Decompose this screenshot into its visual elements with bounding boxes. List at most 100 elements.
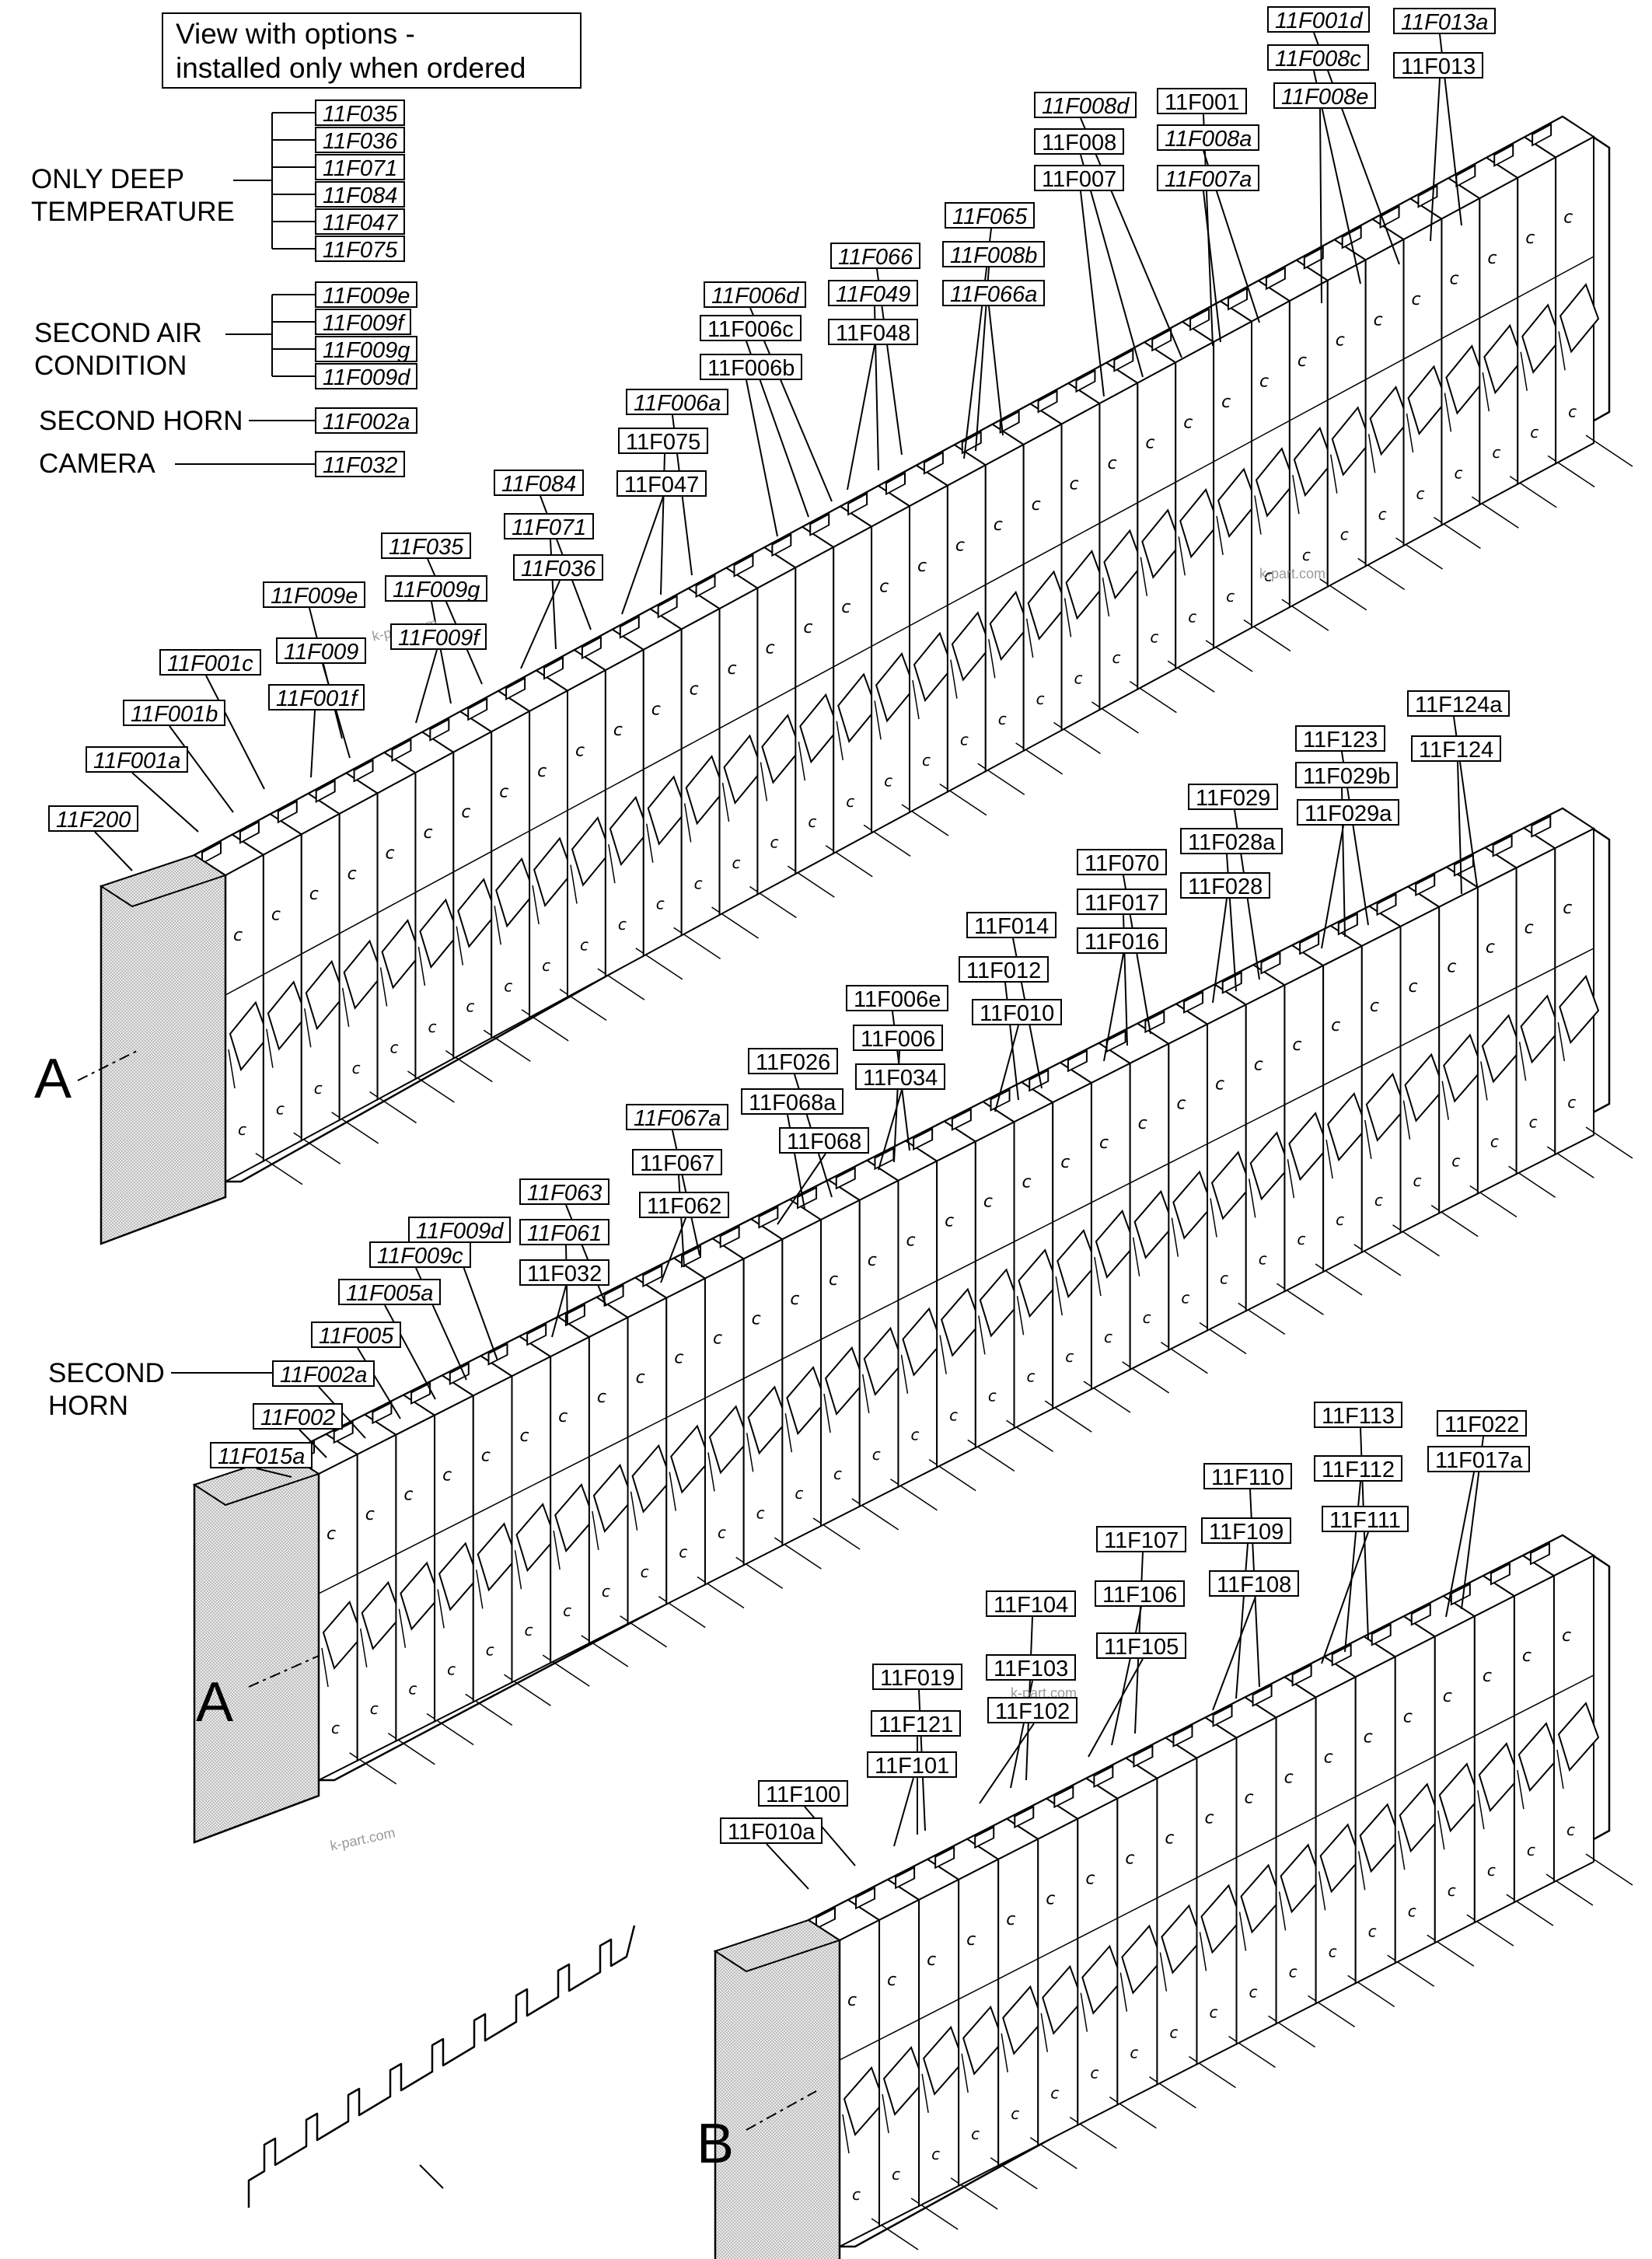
svg-text:c: c <box>988 1386 997 1405</box>
svg-text:c: c <box>1050 2084 1059 2103</box>
svg-text:c: c <box>1245 1788 1254 1807</box>
fuse-label-11f110: 11F110 <box>1203 1463 1293 1490</box>
breaker-module: cc <box>1329 905 1440 1257</box>
svg-text:c: c <box>580 936 589 955</box>
fuse-label-11f010a: 11F010a <box>720 1817 823 1845</box>
group-second-air-caption: SECOND AIR CONDITION <box>34 318 202 381</box>
svg-text:c: c <box>1204 1809 1214 1828</box>
fuse-label-11f112: 11F112 <box>1314 1455 1403 1482</box>
svg-text:c: c <box>558 1407 568 1426</box>
svg-text:c: c <box>499 782 508 801</box>
fuse-label-11f048: 11F048 <box>828 319 919 346</box>
fuse-label-11f029b: 11F029b <box>1295 762 1399 789</box>
svg-text:c: c <box>770 833 778 852</box>
fuse-label-11f071: 11F071 <box>504 513 595 540</box>
breaker-module: cc <box>1483 826 1594 1178</box>
svg-text:c: c <box>276 1100 285 1119</box>
breaker-module: cc <box>518 1315 629 1667</box>
svg-text:c: c <box>1036 690 1045 708</box>
svg-text:c: c <box>808 812 816 831</box>
breaker-module: cc <box>1371 197 1481 550</box>
svg-text:c: c <box>1085 1870 1095 1889</box>
svg-text:c: c <box>1176 1095 1186 1114</box>
breaker-module: cc <box>711 1218 822 1569</box>
fuse-label-11f066a: 11F066a <box>942 280 1046 307</box>
fuse-label-11f035: 11F035 <box>381 532 472 560</box>
svg-text:c: c <box>1297 1230 1305 1248</box>
svg-text:c: c <box>428 1018 436 1036</box>
svg-text:c: c <box>271 906 281 925</box>
svg-text:c: c <box>602 1582 610 1601</box>
breaker-module: cc <box>1481 1554 1594 1906</box>
svg-text:c: c <box>1340 525 1349 544</box>
fuse-label-11f047: 11F047 <box>616 470 707 498</box>
svg-text:c: c <box>1022 1172 1032 1192</box>
svg-text:c: c <box>1011 2104 1019 2123</box>
fuse-label-11f036: 11F036 <box>315 127 406 154</box>
svg-text:c: c <box>1125 1849 1134 1869</box>
svg-text:c: c <box>803 618 812 637</box>
breaker-module: cc <box>459 690 569 1042</box>
fuse-label-11f101: 11F101 <box>867 1751 958 1779</box>
fuse-label-11f103: 11F103 <box>986 1654 1077 1681</box>
busbar-comb-path <box>247 1925 636 2208</box>
fuse-label-11f200: 11F200 <box>48 805 139 833</box>
svg-text:c: c <box>1292 1035 1301 1055</box>
svg-text:c: c <box>542 956 550 975</box>
fuse-label-11f006b: 11F006b <box>700 354 803 381</box>
fuse-label-11f028: 11F028 <box>1180 872 1271 899</box>
breaker-module: cc <box>807 1898 919 2250</box>
fuse-label-11f005a: 11F005a <box>338 1279 442 1306</box>
fuse-label-11f008d: 11F008d <box>1034 92 1137 119</box>
svg-text:c: c <box>1378 505 1387 523</box>
svg-text:c: c <box>1409 977 1418 997</box>
fuse-label-11f028a: 11F028a <box>1180 828 1284 855</box>
svg-text:c: c <box>1443 1687 1452 1706</box>
fuse-label-11f013: 11F013 <box>1393 52 1484 79</box>
svg-text:c: c <box>1298 351 1307 371</box>
fuse-label-11f121: 11F121 <box>871 1710 962 1737</box>
fuse-label-11f102: 11F102 <box>987 1697 1078 1724</box>
breaker-module: cc <box>686 567 797 919</box>
breaker-module: cc <box>1213 964 1324 1315</box>
group-camera-caption: CAMERA <box>39 449 155 479</box>
svg-text:c: c <box>1454 464 1462 483</box>
second-horn-note: SECOND HORN <box>48 1358 165 1421</box>
fuse-label-11f009e: 11F009e <box>263 581 366 609</box>
svg-text:c: c <box>537 762 547 781</box>
fuse-label-11f067: 11F067 <box>632 1149 723 1176</box>
svg-text:c: c <box>1403 1707 1413 1727</box>
breaker-module: cc <box>1523 115 1633 467</box>
breaker-module: cc <box>610 608 721 959</box>
view-label-a-middle: A <box>196 1671 234 1734</box>
fuse-label-11f067a: 11F067a <box>626 1104 729 1131</box>
fuse-label-11f107: 11F107 <box>1096 1526 1187 1553</box>
svg-text:c: c <box>1490 1132 1499 1150</box>
svg-text:c: c <box>1060 1153 1070 1172</box>
fuse-label-11f008e: 11F008e <box>1273 82 1377 110</box>
svg-text:c: c <box>1264 567 1273 585</box>
fuse-label-11f008a: 11F008a <box>1157 124 1260 152</box>
fuse-label-11f007: 11F007 <box>1034 165 1125 192</box>
breaker-module: cc <box>788 1178 899 1531</box>
svg-text:c: c <box>1522 1646 1532 1666</box>
fuse-label-11f105: 11F105 <box>1096 1632 1187 1660</box>
fuse-label-11f009: 11F009 <box>276 637 367 665</box>
fuse-label-11f075: 11F075 <box>618 428 709 455</box>
svg-text:c: c <box>1183 413 1193 432</box>
svg-text:c: c <box>829 1270 838 1290</box>
svg-text:c: c <box>641 1562 649 1581</box>
breaker-module: cc <box>1256 259 1367 611</box>
fuse-label-11f047: 11F047 <box>315 208 406 236</box>
breaker-module: cc <box>382 731 493 1083</box>
svg-text:c: c <box>1336 1210 1344 1229</box>
svg-text:c: c <box>1529 1112 1538 1131</box>
svg-text:c: c <box>423 823 432 843</box>
fuse-label-11f014: 11F014 <box>966 912 1057 939</box>
view-label-b: B <box>697 2113 735 2175</box>
svg-text:c: c <box>1563 899 1572 918</box>
fuse-label-11f124a: 11F124a <box>1407 690 1511 718</box>
svg-text:c: c <box>563 1601 571 1620</box>
